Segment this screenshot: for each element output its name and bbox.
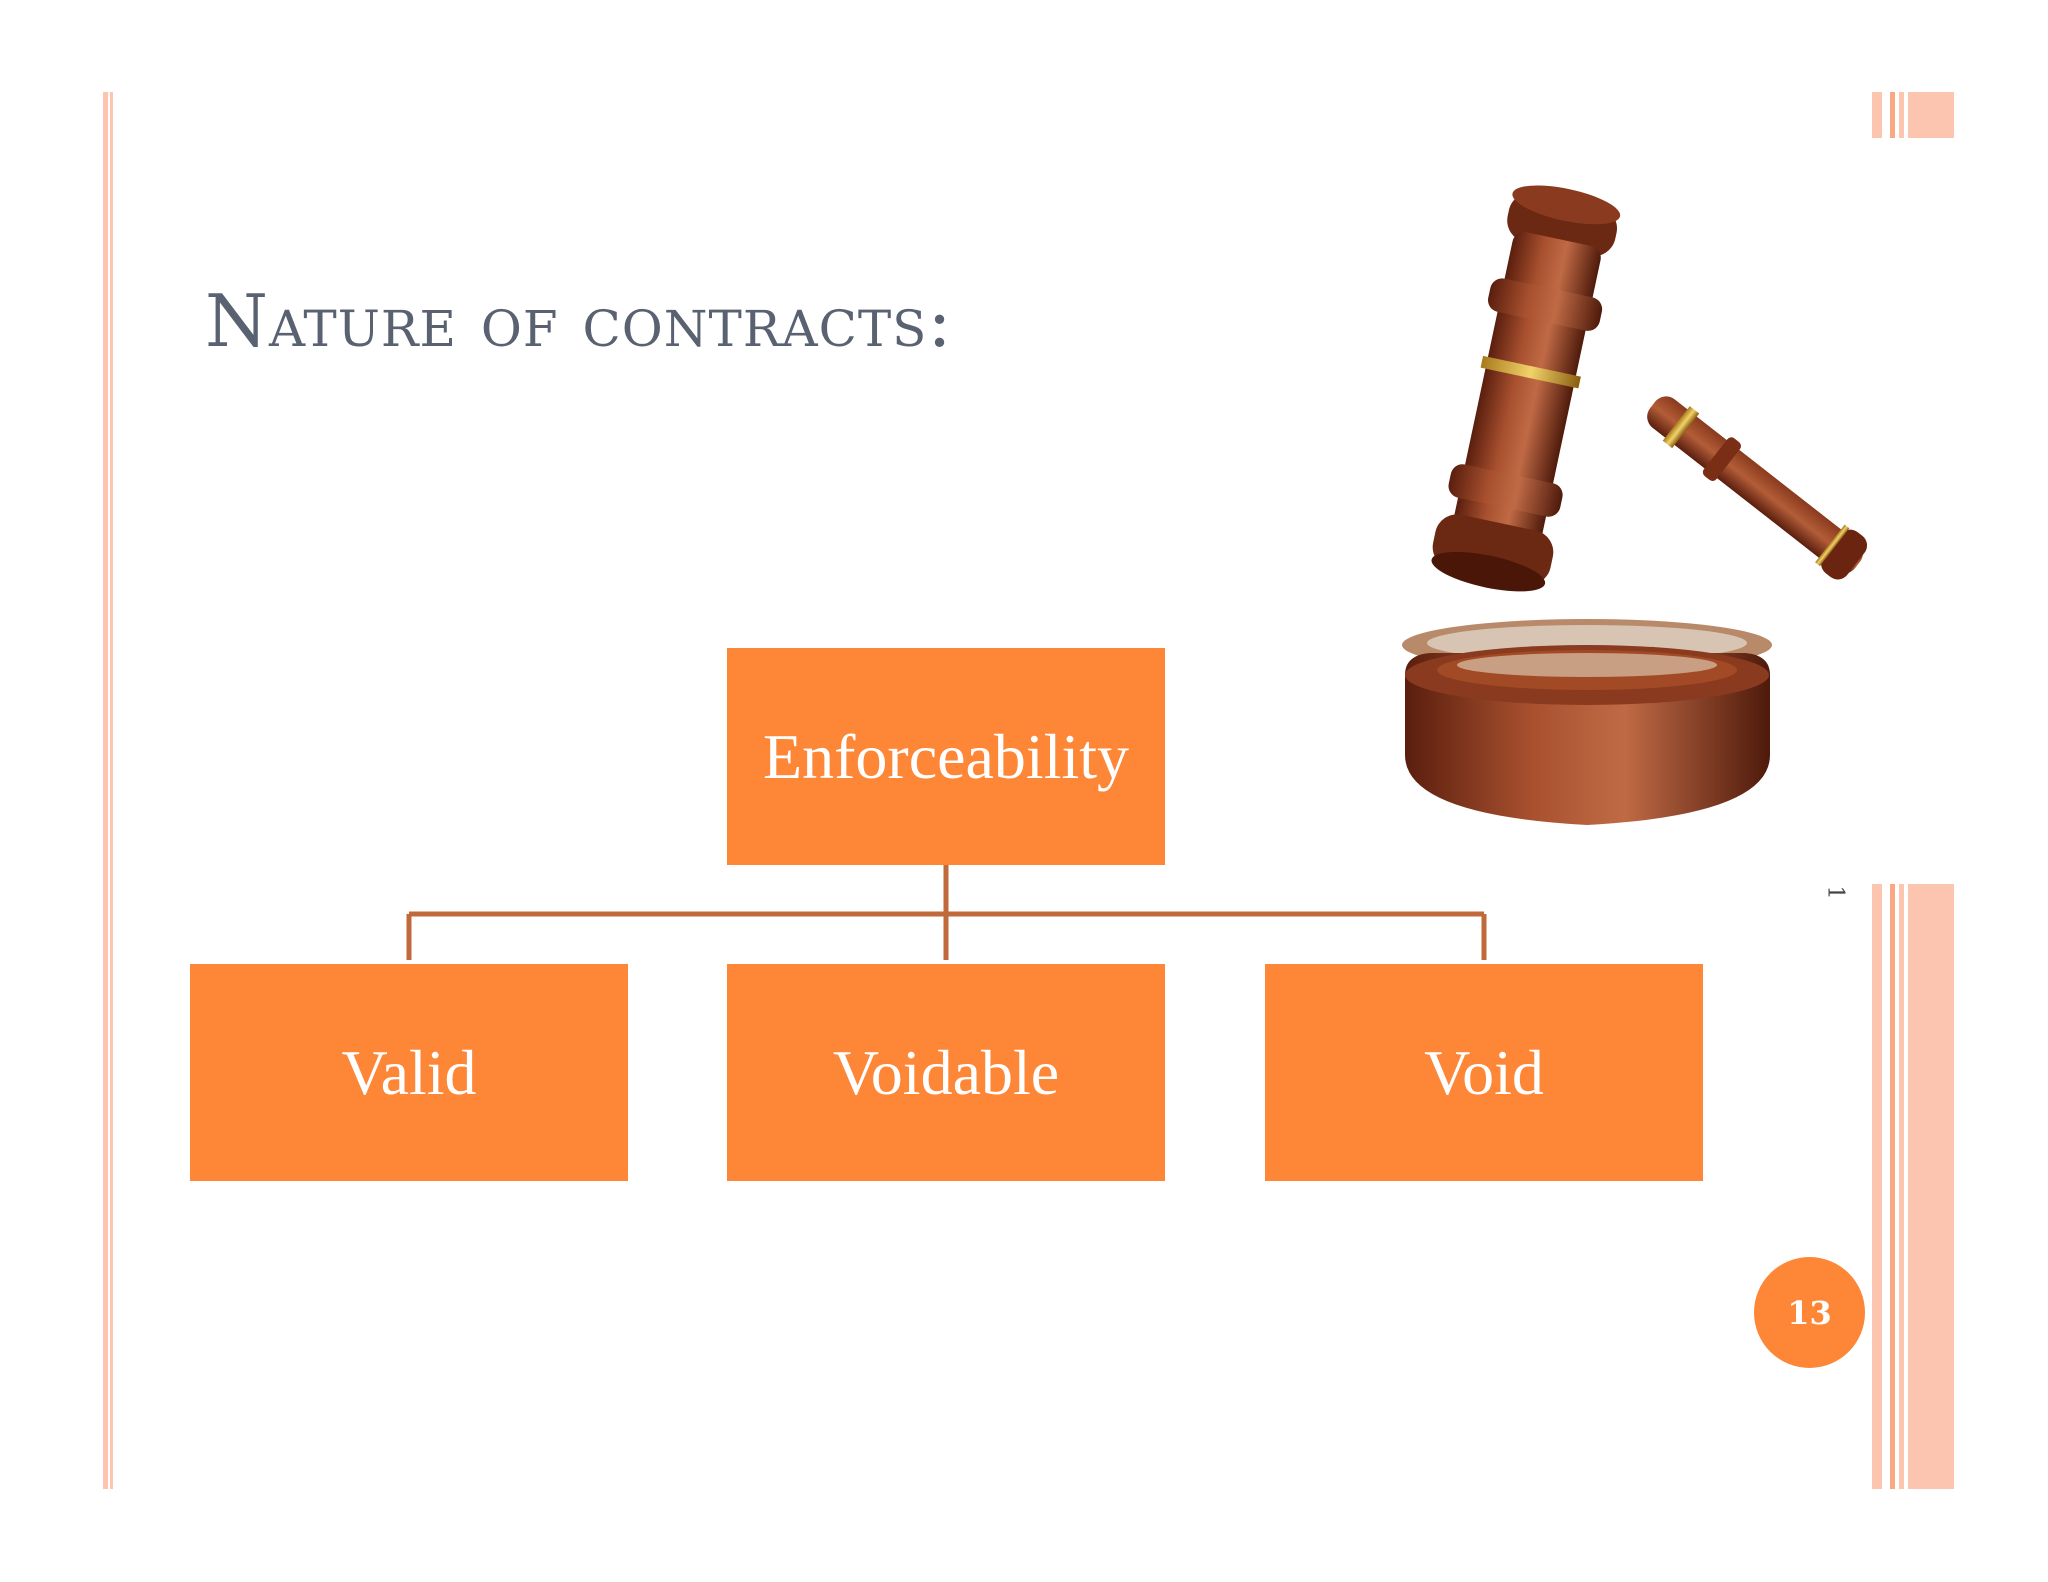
- right-border-bottom: [1872, 884, 1956, 1489]
- left-border-bar: [103, 92, 108, 1489]
- right-border-top: [1872, 92, 1956, 138]
- diagram-node-voidable: Voidable: [727, 964, 1165, 1181]
- gavel-icon: [1402, 185, 1868, 825]
- diagram-node-valid: Valid: [190, 964, 628, 1181]
- diagram-node-root: Enforceability: [727, 648, 1165, 865]
- side-glyph: 1: [1822, 885, 1848, 900]
- left-border-bar-inner: [110, 92, 113, 1489]
- slide-title: Nature of contracts:: [205, 279, 953, 363]
- page-number-badge: 13: [1754, 1257, 1865, 1368]
- diagram-node-void: Void: [1265, 964, 1703, 1181]
